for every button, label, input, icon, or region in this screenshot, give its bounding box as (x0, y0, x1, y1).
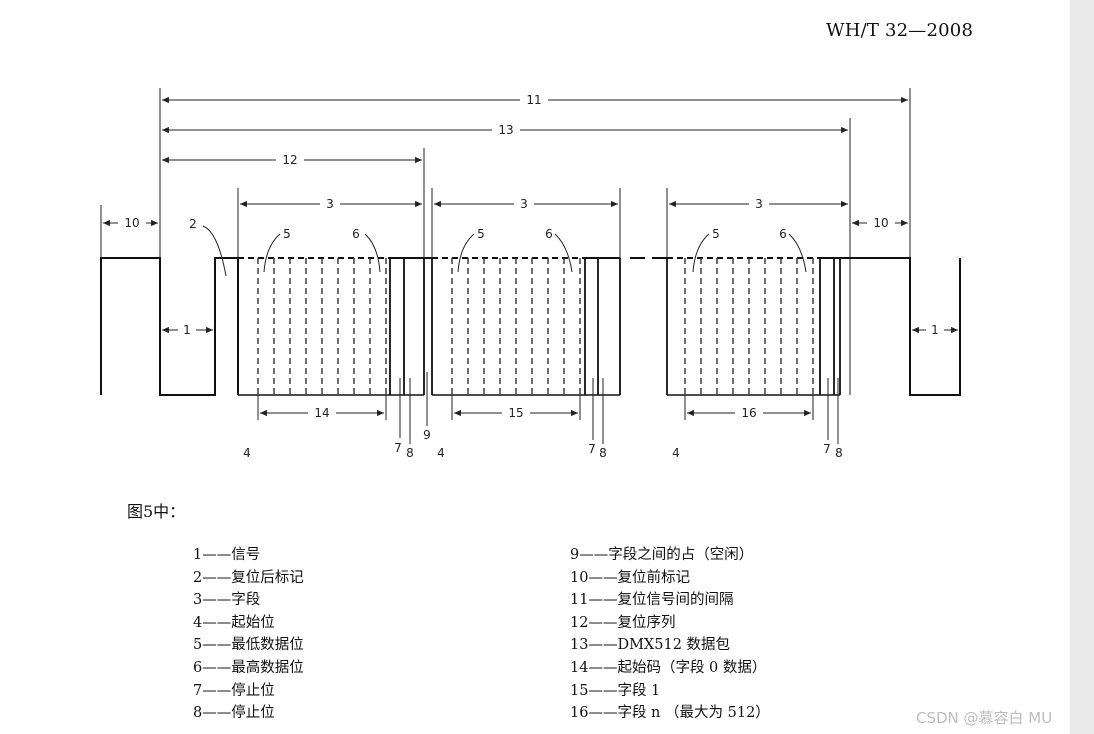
label-5-slot1: 5 (477, 227, 485, 241)
legend-item: 14——起始码（字段 0 数据） (570, 659, 767, 676)
viewer-side-strip (1070, 0, 1094, 734)
label-1-right: 1 (931, 323, 939, 337)
legend-item: 7——停止位 (193, 682, 275, 699)
legend-item: 16——字段 n （最大为 512） (570, 705, 770, 722)
label-9: 9 (423, 428, 431, 442)
standard-code: WH/T 32—2008 (826, 20, 974, 41)
waveform-start (100, 257, 239, 396)
data-bit-lines (257, 258, 814, 395)
legend-item: 8——停止位 (193, 705, 275, 722)
label-5-slotn: 5 (712, 227, 720, 241)
label-4-slot1: 4 (437, 446, 445, 460)
label-7-slotn: 7 (823, 442, 831, 456)
legend-item: 6——最高数据位 (193, 659, 304, 676)
label-3-slot0: 3 (326, 197, 334, 211)
extension-lines (100, 88, 911, 420)
legend-left-column: 1——信号 2——复位后标记 3——字段 4——起始位 5——最低数据位 6——… (193, 544, 304, 725)
legend-item: 1——信号 (193, 547, 261, 563)
label-masks (118, 92, 944, 421)
legend-item: 13——DMX512 数据包 (570, 637, 731, 654)
label-4-slotn: 4 (672, 446, 680, 460)
label-3-slotn: 3 (755, 197, 763, 211)
label-6-slot0: 6 (352, 227, 360, 241)
watermark: CSDN @慕容白 MU (916, 709, 1053, 727)
label-8-slotn: 8 (835, 446, 843, 460)
label-12: 12 (282, 153, 297, 167)
label-7-slot0: 7 (394, 441, 402, 455)
label-3-slot1: 3 (520, 197, 528, 211)
label-6-slotn: 6 (779, 227, 787, 241)
label-15: 15 (508, 406, 523, 420)
label-10-right: 10 (873, 216, 888, 230)
label-5-slot0: 5 (283, 227, 291, 241)
label-10-left: 10 (124, 216, 139, 230)
signal-waveform (100, 257, 961, 396)
legend-item: 10——复位前标记 (570, 569, 690, 586)
legend-right-column: 9——字段之间的占（空闲） 10——复位前标记 11——复位信号间的间隔 12—… (570, 544, 770, 725)
label-7-slot1: 7 (588, 442, 596, 456)
legend-item: 9——字段之间的占（空闲） (570, 547, 754, 563)
label-1-left: 1 (183, 323, 191, 337)
legend-item: 5——最低数据位 (193, 637, 304, 654)
dmx512-timing-diagram: 11 13 12 3 3 3 10 10 2 5 6 5 6 5 6 1 1 1… (100, 88, 961, 460)
legend-item: 4——起始位 (193, 614, 275, 631)
label-6-slot1: 6 (545, 227, 553, 241)
label-8-slot0: 8 (406, 446, 414, 460)
label-4-slot0: 4 (243, 446, 251, 460)
legend-item: 11——复位信号间的间隔 (570, 592, 734, 609)
legend-item: 12——复位序列 (570, 614, 676, 631)
label-2: 2 (189, 217, 197, 231)
label-13: 13 (498, 123, 513, 137)
dimension-arrows (103, 96, 958, 417)
legend-item: 3——字段 (193, 592, 261, 609)
figure-caption: 图5中： (127, 502, 186, 521)
legend-item: 2——复位后标记 (193, 569, 304, 586)
legend-item: 15——字段 1 (570, 682, 661, 699)
leader-lines (202, 225, 839, 444)
label-11: 11 (526, 93, 541, 107)
label-14: 14 (314, 406, 329, 420)
document-page (0, 0, 1070, 734)
slot-boundaries (389, 258, 841, 395)
waveform-end (820, 257, 961, 396)
label-8-slot1: 8 (599, 446, 607, 460)
label-16: 16 (741, 406, 756, 420)
